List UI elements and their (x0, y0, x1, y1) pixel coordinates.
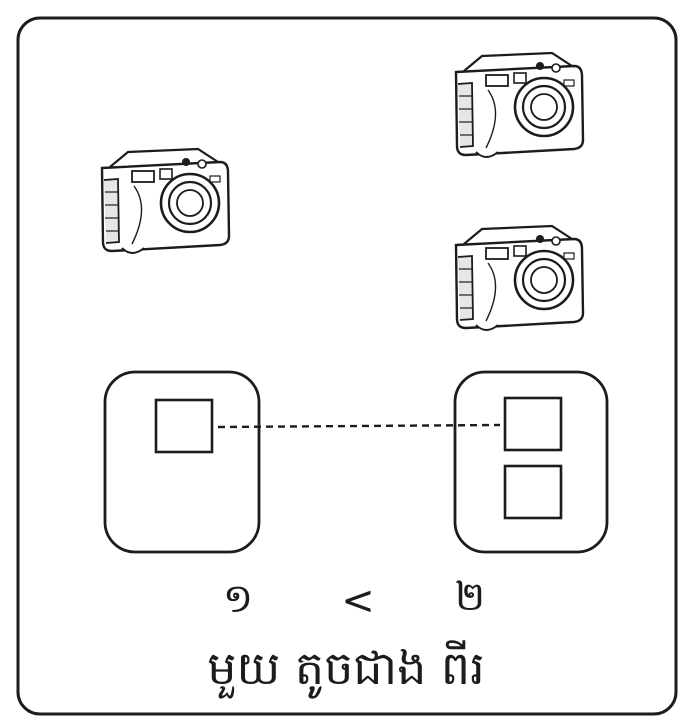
square-icon (505, 466, 561, 518)
right-number: ២ (455, 574, 485, 620)
comparison-symbol: < (341, 578, 375, 624)
caption: មួយ តូចជាង ពីរ (207, 640, 484, 699)
square-icon (156, 400, 212, 452)
square-icon (505, 398, 561, 450)
left-number: ១ (223, 576, 253, 622)
